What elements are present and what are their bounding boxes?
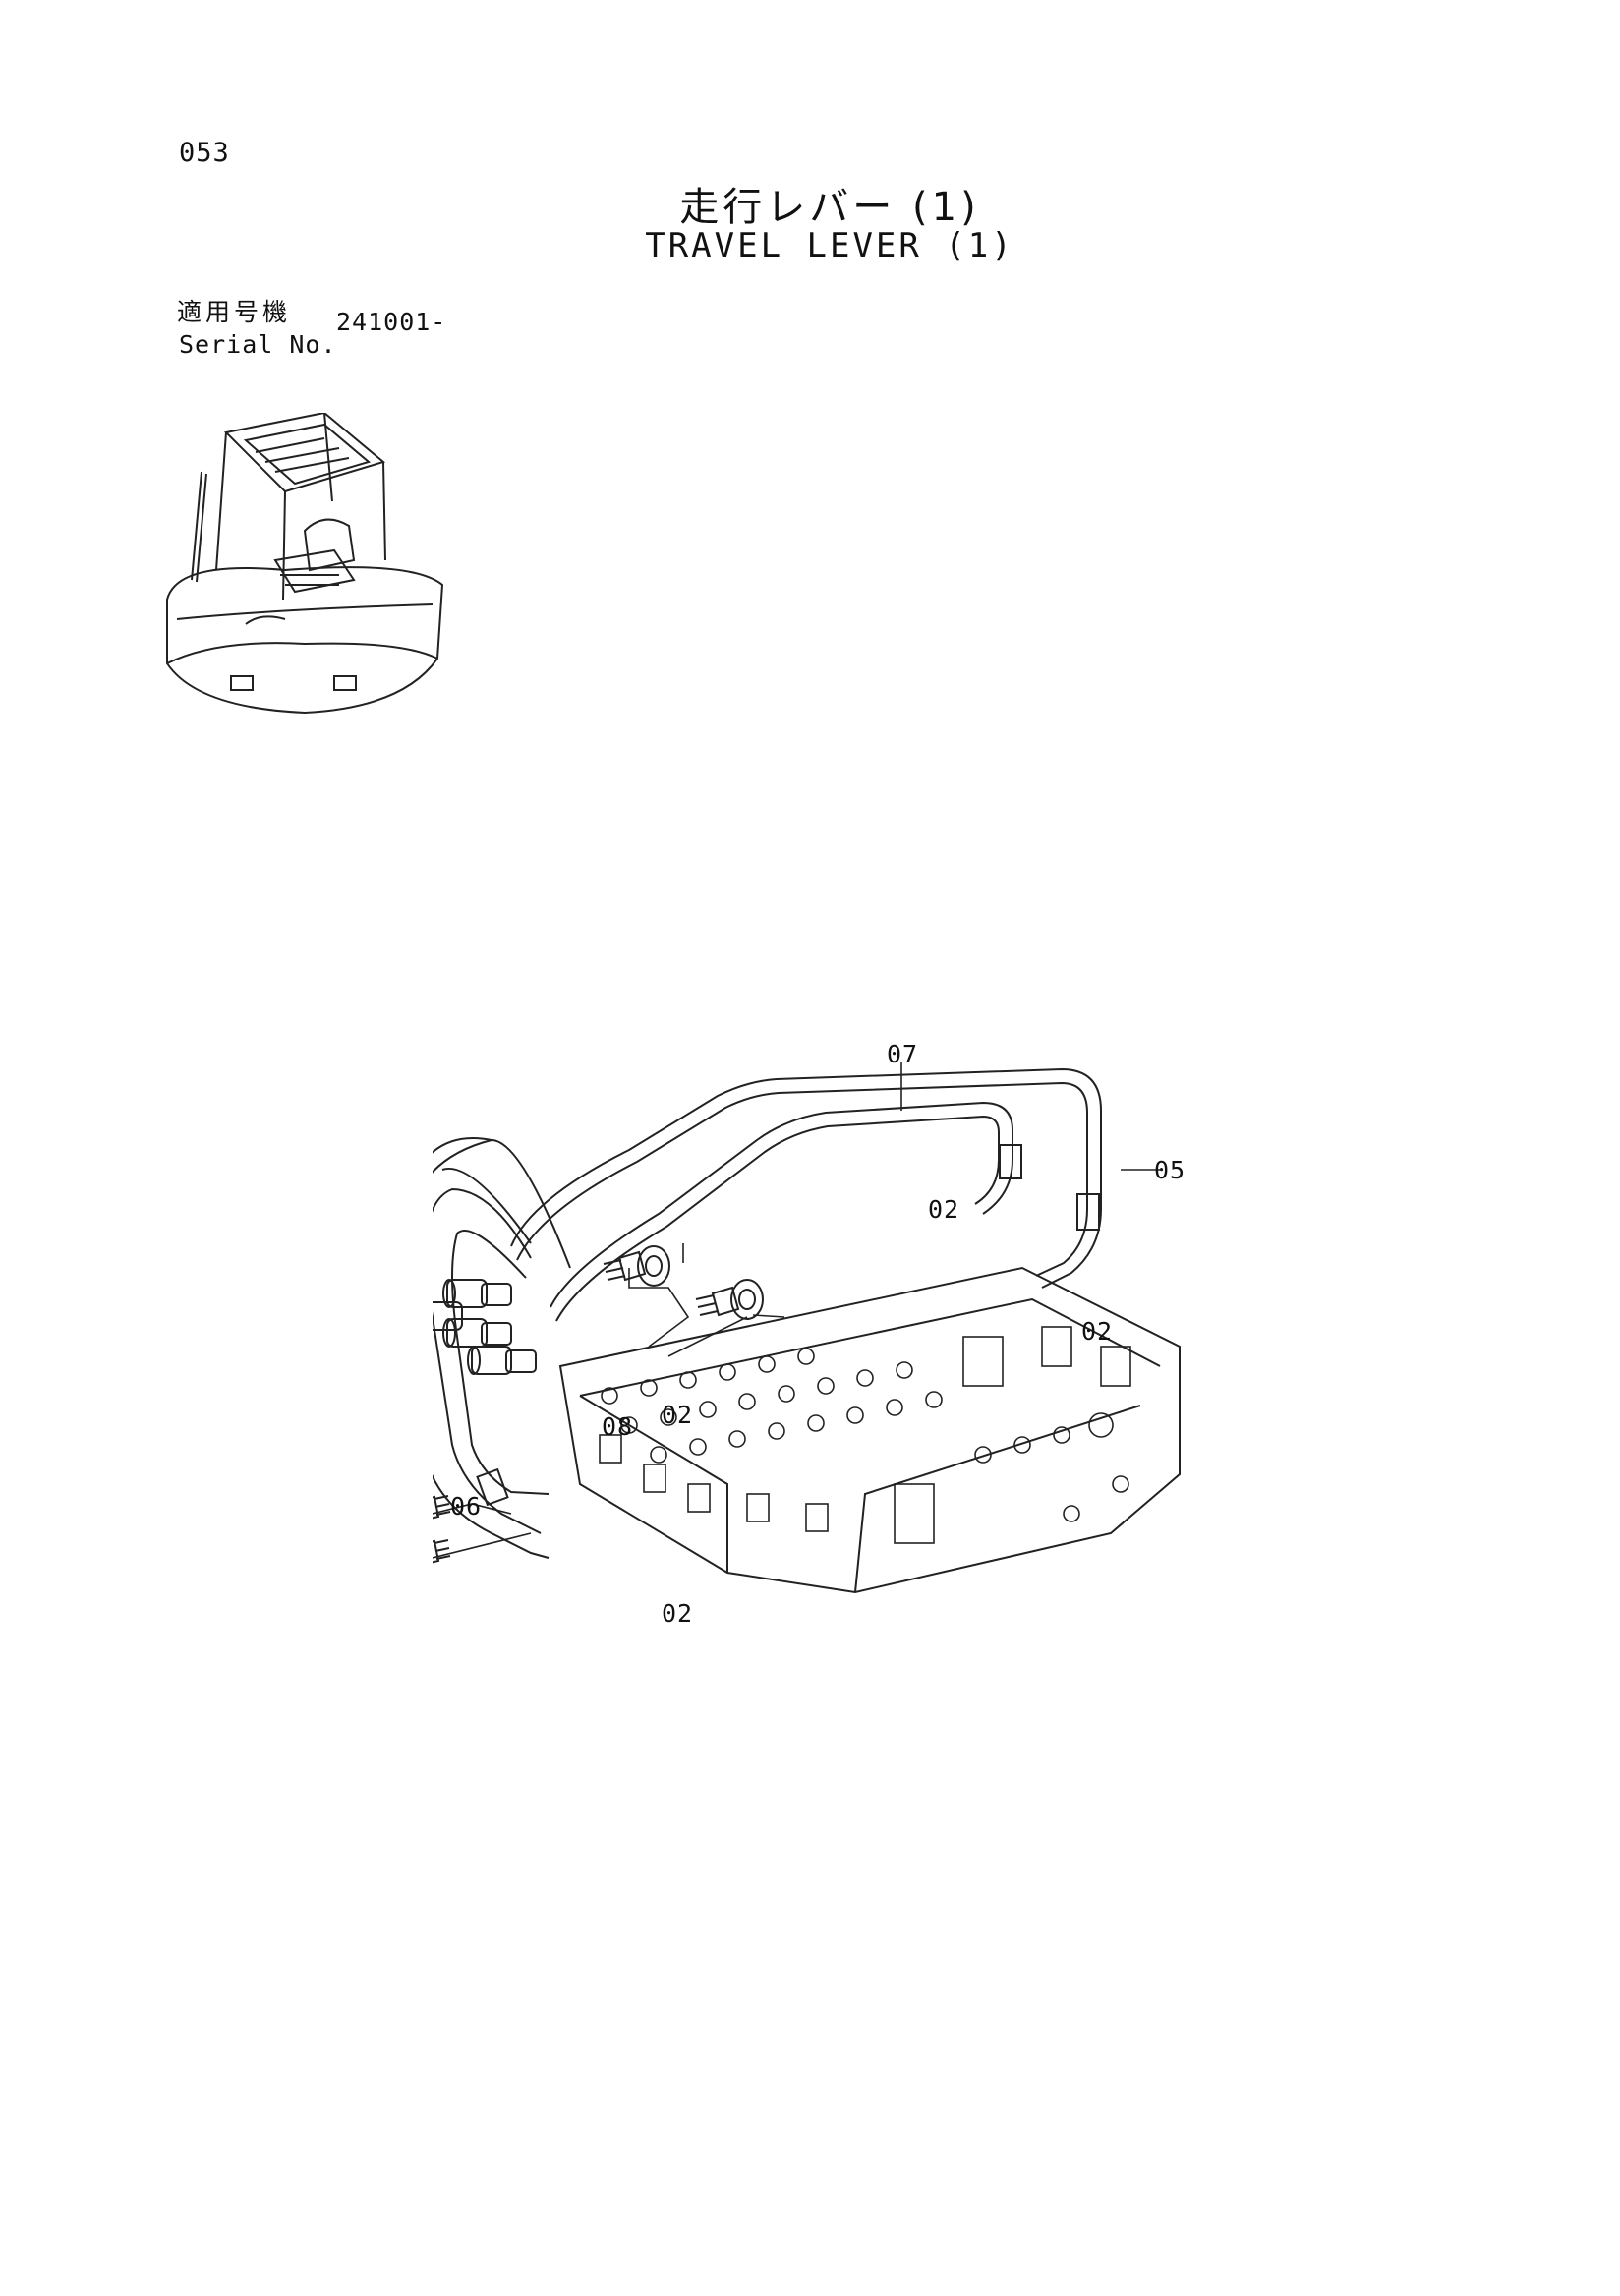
page-title-english: TRAVEL LEVER (1) xyxy=(645,226,1014,265)
serial-label-japanese: 適用号機 xyxy=(177,298,292,326)
machine-location-illustration xyxy=(166,413,444,715)
control-valve xyxy=(558,1266,1181,1594)
callout-02-top: 02 xyxy=(928,1195,960,1224)
leader-lines xyxy=(433,1062,1160,1559)
travel-lever-parts-diagram xyxy=(433,1062,1181,1594)
page-title-japanese: 走行レバー (1) xyxy=(679,185,980,230)
adapter-02-mid xyxy=(433,1495,451,1520)
callout-06: 06 xyxy=(450,1492,483,1521)
hose-07 xyxy=(550,1101,1022,1322)
callout-02-bottom: 02 xyxy=(662,1599,694,1628)
adapter-02-right xyxy=(695,1279,764,1320)
callout-02-right: 02 xyxy=(1081,1317,1114,1346)
hose-end-fittings xyxy=(433,1279,537,1375)
serial-number-value: 241001- xyxy=(336,308,447,336)
callout-07: 07 xyxy=(887,1040,919,1068)
adapter-02-bottom xyxy=(433,1539,451,1564)
callout-08: 08 xyxy=(602,1412,634,1441)
serial-label-english: Serial No. xyxy=(179,330,337,359)
adapter-02-top xyxy=(603,1245,670,1287)
callout-05: 05 xyxy=(1154,1156,1186,1184)
hose-05 xyxy=(510,1067,1102,1289)
page-number: 053 xyxy=(179,138,230,168)
callout-02-mid: 02 xyxy=(662,1401,694,1429)
